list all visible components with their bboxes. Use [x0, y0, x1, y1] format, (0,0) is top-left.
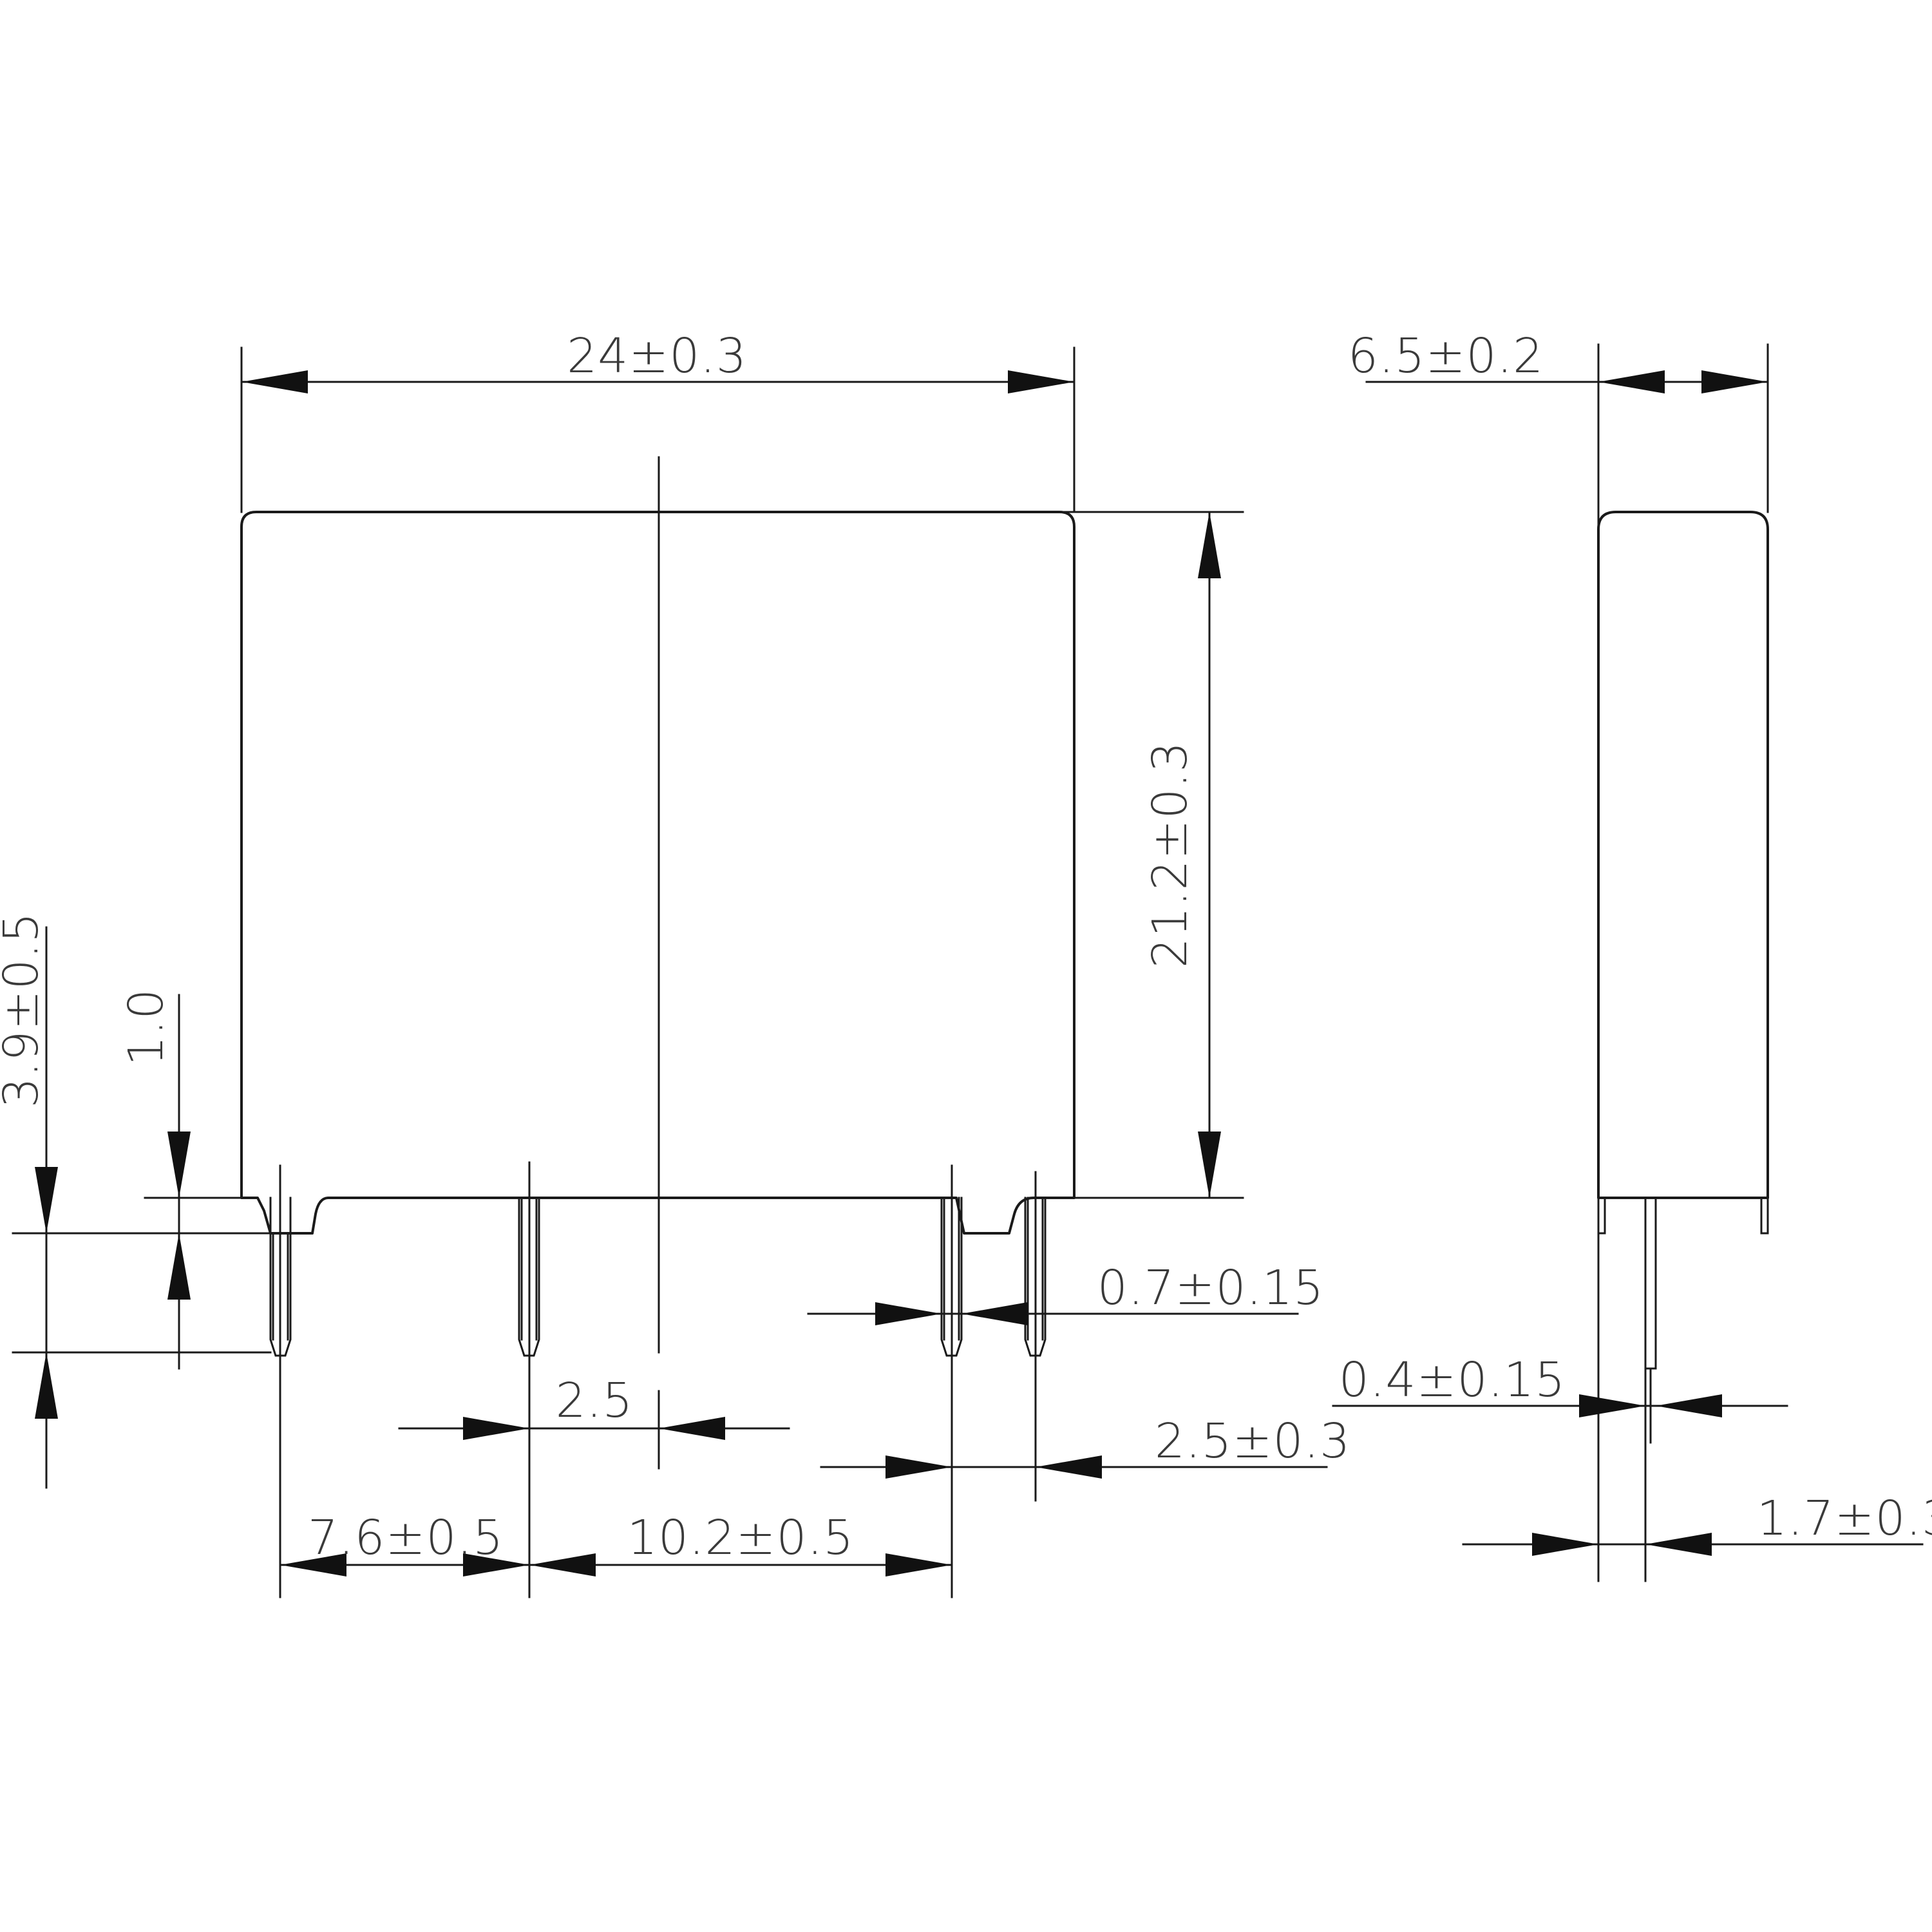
side-view-body-outline: [1597, 511, 1769, 1199]
width-dimension: 24±0.3: [240, 328, 1075, 393]
pin-offset-label: 1.7±0.3: [1757, 1491, 1932, 1546]
width-label: 24±0.3: [567, 328, 747, 384]
height-label: 21.2±0.3: [1142, 741, 1198, 968]
front-view: 24±0.3 21.2±0.3 1.0 3.9±0.5: [0, 328, 1350, 1598]
pin-spacing-dimension: 7.6±0.5 10.2±0.5: [279, 1510, 953, 1577]
thickness-dimension: 6.5±0.2: [1348, 328, 1769, 393]
pin-width-label: 0.7±0.15: [1097, 1260, 1324, 1316]
thickness-label: 6.5±0.2: [1348, 328, 1544, 384]
pin-length-dimension: 3.9±0.5: [0, 912, 58, 1489]
pin-spacing-b-label: 10.2±0.5: [627, 1510, 854, 1566]
standoff-dimension: 1.0: [118, 989, 191, 1370]
pin-width-dimension: 0.7±0.15: [807, 1260, 1324, 1325]
height-dimension: 21.2±0.3: [1142, 511, 1221, 1199]
pin-gap-label: 2.5±0.3: [1155, 1414, 1350, 1469]
pin-offset-dimension: 1.7±0.3: [1462, 1491, 1932, 1556]
pin-spacing-a-label: 7.6±0.5: [308, 1510, 504, 1566]
standoff-label: 1.0: [118, 989, 174, 1066]
pin-pitch-dimension: 2.5: [398, 1373, 790, 1440]
pin-gap-dimension: 2.5±0.3: [820, 1414, 1350, 1479]
pin-pitch-label: 2.5: [556, 1373, 634, 1428]
pin-thickness-label: 0.4±0.15: [1339, 1352, 1566, 1408]
side-view: 6.5±0.2 0.4±0.15 1.7±0.3: [1332, 328, 1932, 1582]
pin-thickness-dimension: 0.4±0.15: [1332, 1352, 1788, 1417]
pin-length-label: 3.9±0.5: [0, 912, 49, 1108]
